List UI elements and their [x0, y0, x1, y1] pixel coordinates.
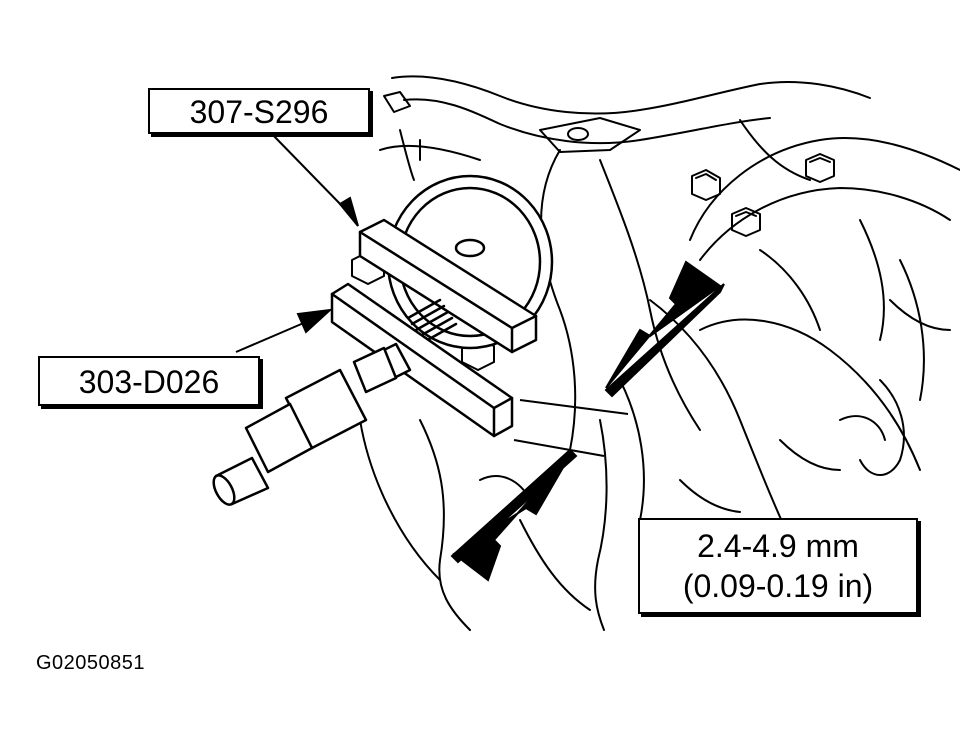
callout-tool-307-s296: 307-S296 [148, 88, 370, 134]
leader-lines [235, 131, 359, 353]
spec-imperial-text: (0.09-0.19 in) [682, 568, 874, 604]
spec-metric-text: 2.4-4.9 mm [697, 528, 859, 564]
callout-tool-303-d026: 303-D026 [38, 356, 260, 406]
puller-tool [212, 174, 554, 506]
bolt-heads [351, 153, 835, 371]
gap-lines [513, 399, 629, 457]
callout-tool-307-s296-text: 307-S296 [189, 94, 329, 130]
callout-specification: 2.4-4.9 mm (0.09-0.19 in) [638, 518, 918, 614]
callout-tool-303-d026-text: 303-D026 [78, 364, 220, 400]
arrow-lower [452, 451, 573, 582]
transmission-housing [351, 75, 960, 631]
arrow-upper [605, 260, 722, 389]
figure-id: G02050851 [36, 652, 146, 674]
measurement-arrows [450, 260, 725, 582]
